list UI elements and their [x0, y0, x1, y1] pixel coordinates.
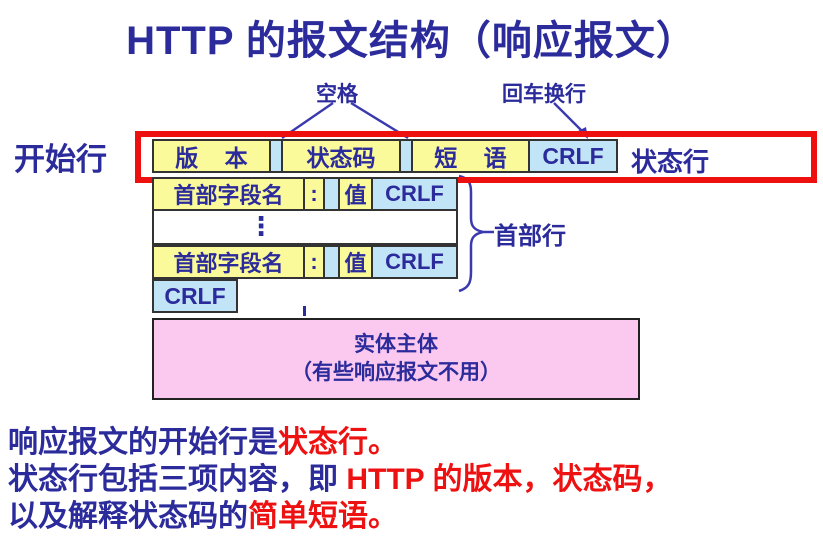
start-line-label: 开始行	[14, 142, 107, 177]
header-lines-label: 首部行	[494, 223, 566, 250]
header-crlf-2: CRLF	[371, 245, 458, 279]
version-field: 版 本	[152, 139, 271, 173]
blank-line-crlf-field: CRLF	[152, 279, 238, 313]
entity-body-line2: （有些响应报文不用）	[291, 361, 501, 384]
ellipsis-row	[152, 209, 458, 245]
notes-block: 响应报文的开始行是状态行。 状态行包括三项内容，即 HTTP 的版本，状态码， …	[8, 424, 818, 535]
status-code-field: 状态码	[281, 139, 401, 173]
status-line-highlight-frame	[135, 131, 817, 183]
header-lines-brace	[458, 174, 484, 293]
note1-normal-text: 响应报文的开始行是	[8, 426, 278, 459]
crlf-annotation-label: 回车换行	[502, 83, 586, 106]
vertical-ellipsis: ⋮	[248, 211, 274, 241]
header-field-name-1: 首部字段名	[152, 177, 305, 211]
header-value-2: 值	[338, 245, 373, 279]
note2-highlight-text: HTTP 的版本，状态码，	[346, 463, 673, 496]
note3-normal-text: 以及解释状态码的	[8, 500, 248, 533]
phrase-field: 短 语	[411, 139, 530, 173]
entity-continuation-dash	[303, 306, 306, 316]
page-title: HTTP 的报文结构（响应报文）	[126, 19, 697, 63]
entity-body-line1: 实体主体	[354, 333, 438, 356]
status-line-label: 状态行	[631, 147, 710, 177]
note2-normal-text: 状态行包括三项内容，即	[8, 463, 347, 496]
entity-body-box: 实体主体 （有些响应报文不用）	[152, 318, 640, 400]
note-line-3: 以及解释状态码的简单短语。	[8, 498, 818, 535]
note-line-2: 状态行包括三项内容，即 HTTP 的版本，状态码，	[8, 461, 818, 498]
header-crlf-1: CRLF	[371, 177, 458, 211]
header-colon-2: :	[303, 245, 325, 279]
header-field-name-2: 首部字段名	[152, 245, 305, 279]
note-line-1: 响应报文的开始行是状态行。	[8, 424, 818, 461]
space-annotation-label: 空格	[316, 83, 358, 106]
note1-highlight-text: 状态行。	[278, 426, 398, 459]
note3-highlight-text: 简单短语。	[248, 500, 398, 533]
status-line-crlf-field: CRLF	[528, 139, 618, 173]
header-colon-1: :	[303, 177, 325, 211]
header-value-1: 值	[338, 177, 373, 211]
